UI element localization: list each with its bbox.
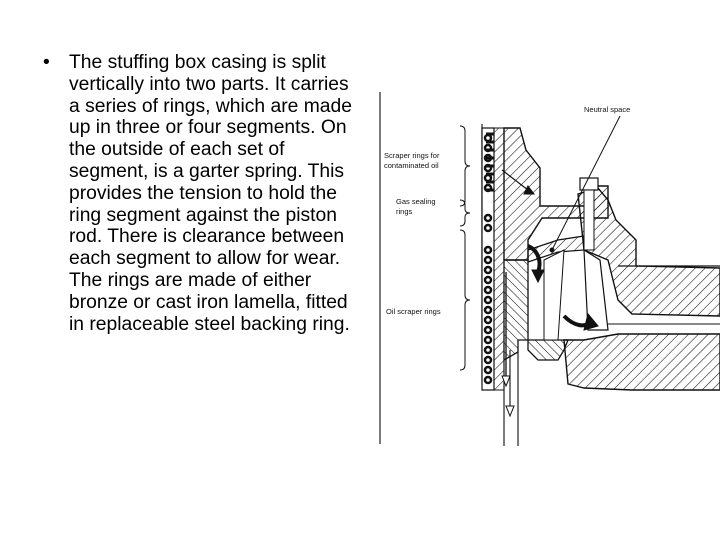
stuffing-box-diagram: Neutral space Scraper rings for contamin… <box>378 90 720 446</box>
ring-stack <box>481 127 505 391</box>
bullet-mark: • <box>43 52 50 73</box>
braces <box>459 125 471 371</box>
label-scraper-line1: Scraper rings for <box>384 151 440 160</box>
label-neutral-space: Neutral space <box>584 105 630 114</box>
bullet-item: • The stuffing box casing is split verti… <box>40 52 354 335</box>
label-scraper-line2: contaminated oil <box>384 161 439 170</box>
casing <box>503 127 720 391</box>
label-gas-line2: rings <box>396 207 413 216</box>
neutral-space-dot <box>549 247 555 253</box>
flow-arrows <box>501 169 599 418</box>
label-oil-scraper: Oil scraper rings <box>386 307 441 316</box>
neutral-space-leader <box>551 115 621 251</box>
bullet-list: • The stuffing box casing is split verti… <box>40 52 354 335</box>
bullet-text: The stuffing box casing is split vertica… <box>69 52 352 335</box>
label-gas-line1: Gas sealing <box>396 197 436 206</box>
